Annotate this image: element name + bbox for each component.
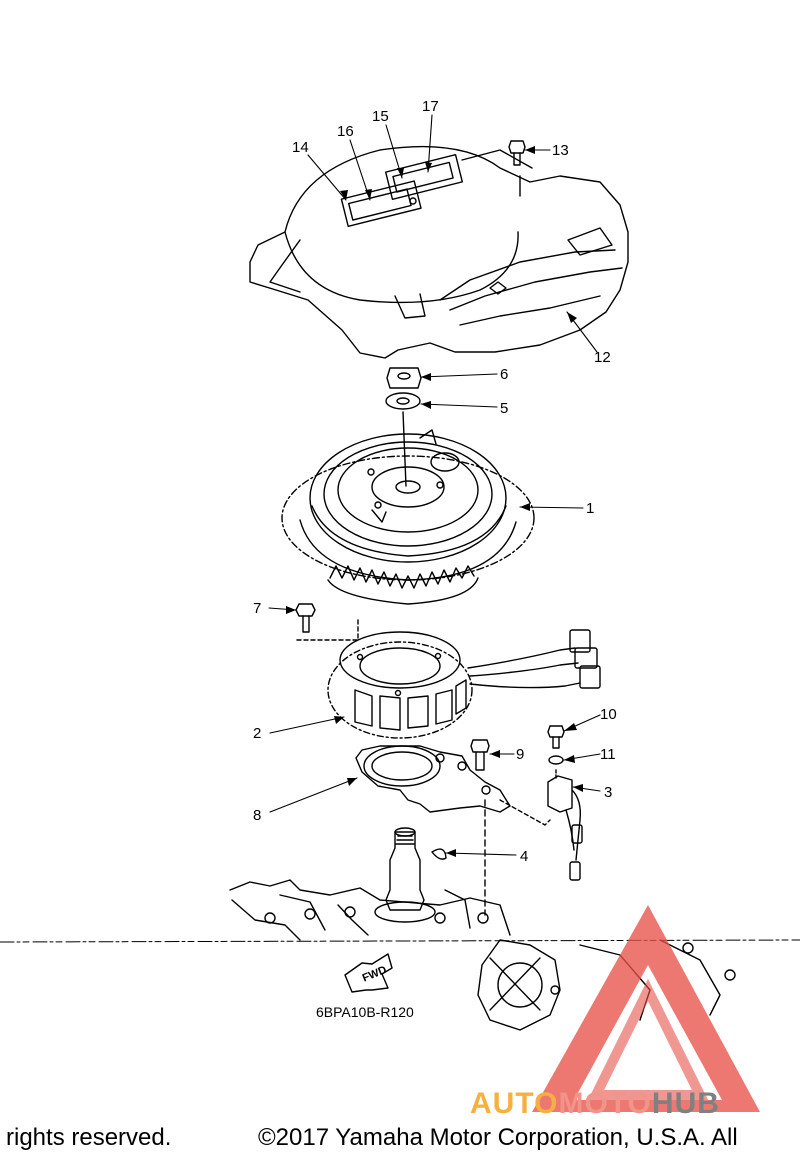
stator-drawing bbox=[327, 629, 601, 739]
washer-drawing bbox=[385, 392, 421, 487]
watermark-text: AUTOMOTOHUB bbox=[470, 1087, 720, 1120]
part-label-14: 14 bbox=[292, 139, 309, 156]
part-label-12: 12 bbox=[594, 349, 611, 366]
part-label-3: 3 bbox=[604, 784, 612, 801]
part-label-6: 6 bbox=[500, 366, 508, 383]
part-label-8: 8 bbox=[253, 807, 261, 824]
flywheel-nut-drawing bbox=[386, 367, 422, 389]
flywheel-drawing bbox=[281, 429, 535, 605]
pulser-screw-drawing bbox=[547, 725, 565, 765]
base-plate-drawing bbox=[355, 745, 511, 916]
copyright-right: ©2017 Yamaha Motor Corporation, U.S.A. A… bbox=[258, 1124, 738, 1151]
part-label-1: 1 bbox=[586, 500, 594, 517]
part-label-13: 13 bbox=[552, 142, 569, 159]
part-label-11: 11 bbox=[600, 746, 616, 763]
leader-arrowheads bbox=[286, 146, 583, 857]
phantom-break-line bbox=[0, 939, 800, 943]
part-label-16: 16 bbox=[337, 123, 354, 140]
part-label-4: 4 bbox=[520, 848, 528, 865]
part-label-17: 17 bbox=[422, 98, 439, 115]
diagram-code: 6BPA10B-R120 bbox=[316, 1004, 414, 1020]
watermark-moto: MOTO bbox=[558, 1087, 651, 1120]
flywheel-cover-drawing bbox=[249, 145, 629, 359]
watermark-triangle-icon bbox=[532, 905, 760, 1112]
crankshaft-drawing bbox=[374, 827, 447, 923]
stator-bolt-drawing bbox=[295, 603, 359, 641]
watermark-hub: HUB bbox=[652, 1087, 720, 1120]
base-screw-drawing bbox=[470, 739, 490, 771]
cover-bolt-drawing bbox=[508, 140, 526, 166]
copyright-left: rights reserved. bbox=[6, 1124, 172, 1151]
leader-lines bbox=[268, 114, 601, 856]
part-label-10: 10 bbox=[600, 706, 617, 723]
copyright-footer: rights reserved. ©2017 Yamaha Motor Corp… bbox=[0, 1124, 800, 1156]
watermark-logo: AUTOMOTOHUB bbox=[470, 905, 760, 1120]
part-label-15: 15 bbox=[372, 108, 389, 125]
part-label-9: 9 bbox=[516, 746, 524, 763]
fwd-arrow-icon bbox=[344, 953, 393, 993]
pulser-coil-drawing bbox=[499, 769, 583, 881]
part-label-2: 2 bbox=[253, 725, 261, 742]
part-number-labels: 1 2 3 4 5 6 7 8 9 10 11 12 13 14 15 16 1… bbox=[253, 98, 617, 865]
part-label-5: 5 bbox=[500, 400, 508, 417]
part-label-7: 7 bbox=[253, 600, 261, 617]
watermark-auto: AUTO bbox=[470, 1087, 558, 1120]
